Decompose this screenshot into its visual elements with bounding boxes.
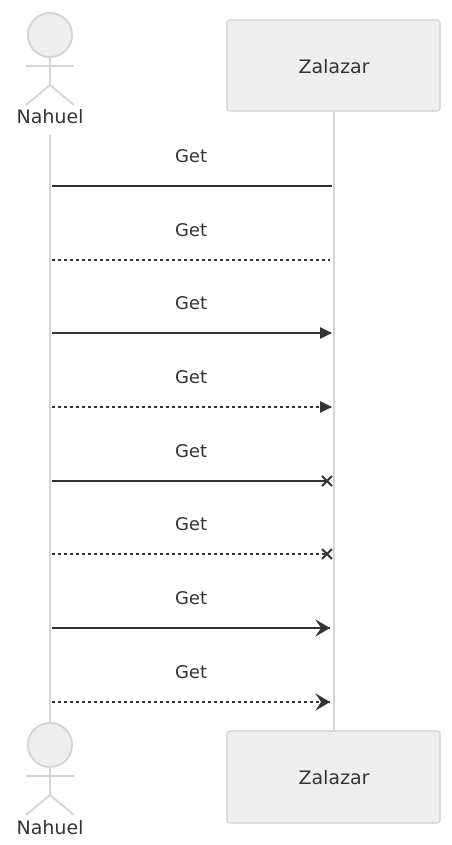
actor-label-nahuel-bottom: Nahuel — [17, 817, 84, 839]
message-7: Get — [52, 588, 330, 637]
message-3: Get — [52, 293, 332, 339]
message-label: Get — [175, 441, 207, 462]
actor-label-nahuel-top: Nahuel — [17, 106, 84, 128]
message-label: Get — [175, 514, 207, 535]
message-6: Get — [52, 514, 333, 560]
message-1: Get — [52, 146, 332, 187]
actor-nahuel-top: Nahuel — [17, 12, 84, 128]
actor-nahuel-bottom: Nahuel — [17, 722, 84, 839]
message-label: Get — [175, 146, 207, 167]
message-label: Get — [175, 220, 207, 241]
message-8: Get — [52, 662, 330, 711]
participant-zalazar-bottom: Zalazar — [226, 730, 441, 824]
participant-label-zalazar-bottom: Zalazar — [298, 767, 369, 789]
message-2: Get — [52, 220, 330, 261]
message-label: Get — [175, 293, 207, 314]
message-label: Get — [175, 662, 207, 683]
message-5: Get — [52, 441, 333, 487]
message-label: Get — [175, 367, 207, 388]
participant-label-zalazar-top: Zalazar — [298, 56, 369, 78]
message-4: Get — [52, 367, 332, 413]
message-label: Get — [175, 588, 207, 609]
participant-zalazar-top: Zalazar — [226, 19, 441, 112]
